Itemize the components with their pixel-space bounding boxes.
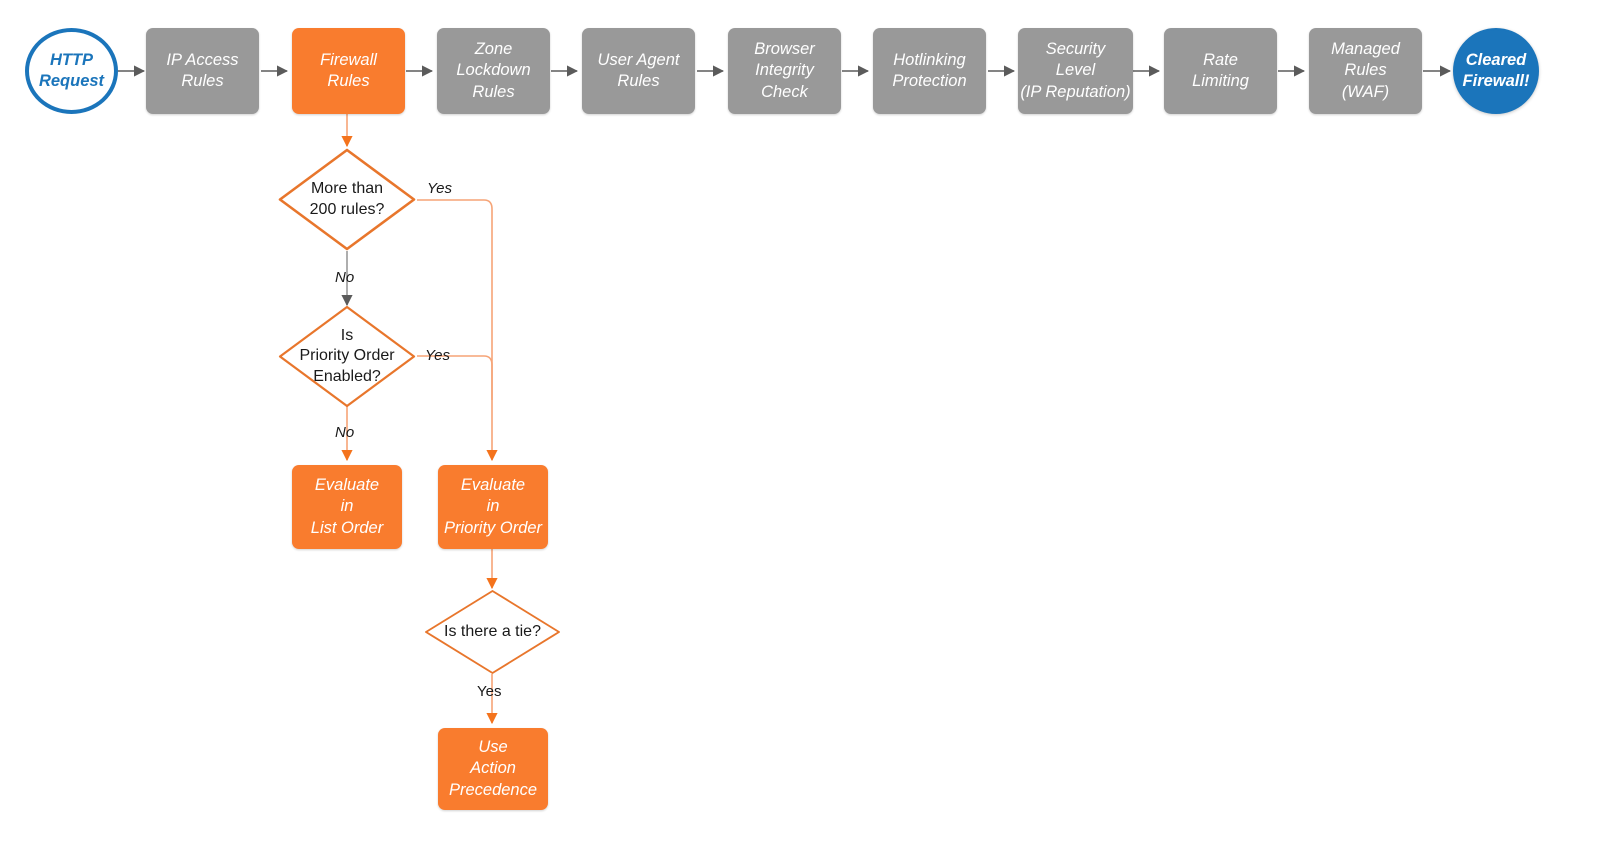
edge-label-tie-yes: Yes (477, 683, 502, 700)
node-ip-access-rules[interactable]: IP Access Rules (146, 28, 259, 114)
node-hotlinking-protection[interactable]: Hotlinking Protection (873, 28, 986, 114)
decision-is-priority-order-enabled[interactable]: Is Priority Order Enabled? (277, 304, 417, 409)
node-use-action-precedence[interactable]: Use Action Precedence (438, 728, 548, 810)
edge-label-more-than-200-no: No (335, 269, 355, 286)
node-evaluate-in-list-order[interactable]: Evaluate in List Order (292, 465, 402, 549)
edge-label-priority-order-no: No (335, 424, 355, 441)
diamond-shape (425, 590, 560, 674)
diamond-shape (278, 305, 416, 408)
edge-label-more-than-200-yes: Yes (427, 180, 453, 197)
node-zone-lockdown-rules[interactable]: Zone Lockdown Rules (437, 28, 550, 114)
node-firewall-rules[interactable]: Firewall Rules (292, 28, 405, 114)
node-user-agent-rules[interactable]: User Agent Rules (582, 28, 695, 114)
start-node-http-request[interactable]: HTTP Request (25, 28, 118, 114)
decision-label: More than 200 rules? (309, 180, 385, 218)
decision-label: Is there a tie? (444, 622, 541, 640)
node-evaluate-in-priority-order[interactable]: Evaluate in Priority Order (438, 465, 548, 549)
edge-label-priority-order-yes: Yes (425, 347, 451, 364)
node-security-level-ip-reputation[interactable]: Security Level (IP Reputation) (1018, 28, 1133, 114)
decision-is-there-a-tie[interactable]: Is there a tie? (424, 589, 561, 675)
node-rate-limiting[interactable]: Rate Limiting (1164, 28, 1277, 114)
end-node-cleared-firewall[interactable]: Cleared Firewall! (1453, 28, 1539, 114)
node-browser-integrity-check[interactable]: Browser Integrity Check (728, 28, 841, 114)
node-managed-rules-waf[interactable]: Managed Rules (WAF) (1309, 28, 1422, 114)
edge-more-than-200-yes (417, 199, 498, 462)
decision-label: Is Priority Order Enabled? (299, 326, 395, 385)
diamond-shape (278, 148, 416, 251)
decision-more-than-200-rules[interactable]: More than 200 rules? (277, 147, 417, 252)
